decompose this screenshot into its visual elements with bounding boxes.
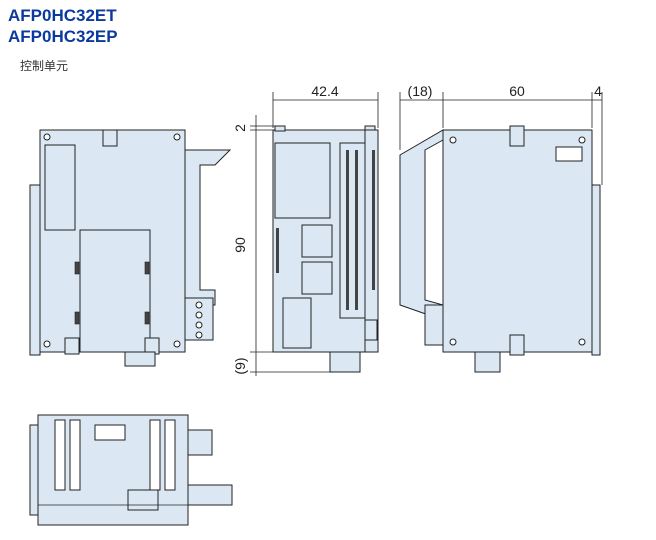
model-title-ep: AFP0HC32EP bbox=[8, 27, 118, 46]
dim-top-offset: 2 bbox=[232, 124, 248, 132]
dim-height: 90 bbox=[232, 237, 248, 253]
dimension-lines bbox=[250, 92, 603, 376]
bottom-view bbox=[29, 414, 233, 526]
dim-bottom-offset: (9) bbox=[232, 357, 248, 374]
subtitle: 控制单元 bbox=[20, 59, 69, 73]
front-view bbox=[29, 129, 232, 367]
dim-din-depth: (18) bbox=[408, 83, 433, 99]
side-view bbox=[272, 125, 379, 373]
model-title-et: AFP0HC32ET bbox=[8, 6, 117, 25]
dim-depth: 60 bbox=[509, 83, 525, 99]
dim-width-side: 42.4 bbox=[311, 83, 338, 99]
dim-rear: 4 bbox=[594, 83, 602, 99]
right-view bbox=[399, 125, 601, 373]
